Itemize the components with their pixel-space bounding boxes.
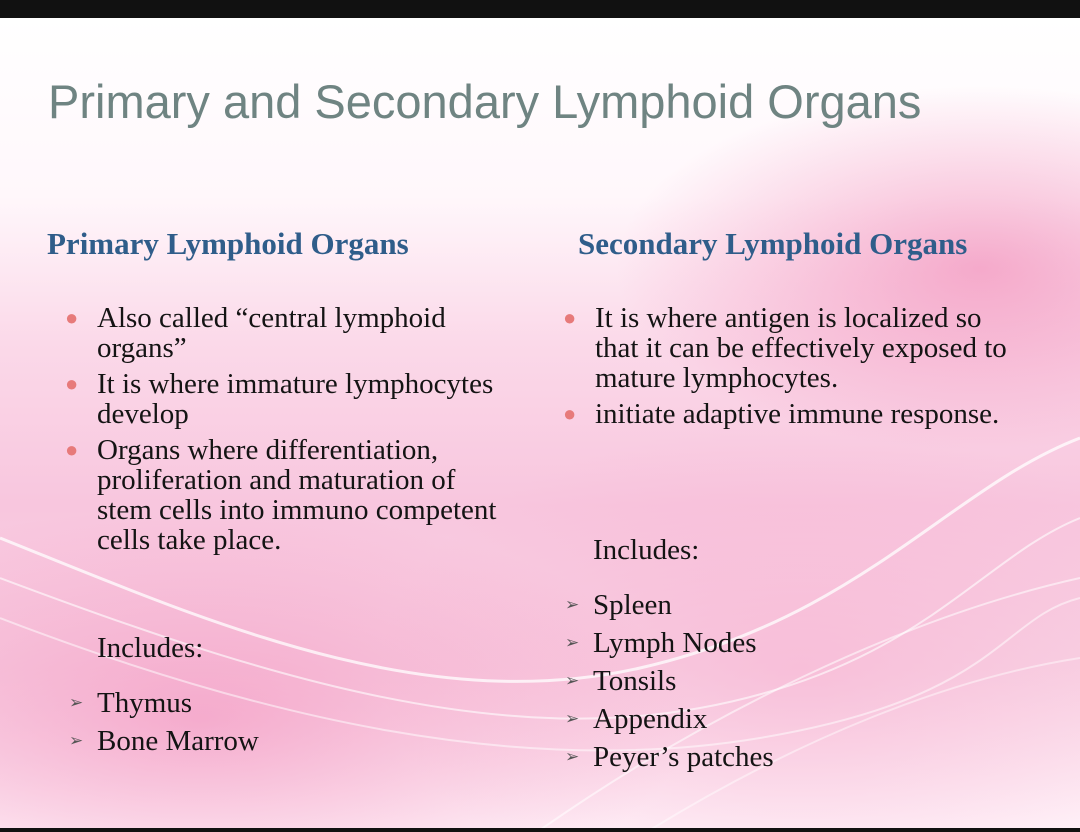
list-item: ➢ Spleen xyxy=(545,586,774,624)
arrowhead-bullet-icon: ➢ xyxy=(565,595,580,615)
round-bullet-icon: ● xyxy=(65,305,79,330)
organ-name: Appendix xyxy=(593,703,708,735)
list-item: ➢ Thymus xyxy=(49,684,259,722)
list-item: ● Also called “central lymphoid organs” xyxy=(47,303,517,363)
bullet-text: Also called “central lymphoid organs” xyxy=(97,302,446,364)
round-bullet-icon: ● xyxy=(65,371,79,396)
arrowhead-bullet-icon: ➢ xyxy=(565,633,580,653)
list-item: ● It is where immature lymphocytes develo… xyxy=(47,369,517,429)
organ-name: Bone Marrow xyxy=(97,725,259,757)
organ-name: Tonsils xyxy=(593,665,677,697)
list-item: ➢ Tonsils xyxy=(545,662,774,700)
primary-includes-label: Includes: xyxy=(97,632,204,664)
primary-heading: Primary Lymphoid Organs xyxy=(47,226,409,261)
organ-name: Peyer’s patches xyxy=(593,741,774,773)
list-item: ● It is where antigen is localized so tha… xyxy=(545,303,1025,393)
primary-bullet-list: ● Also called “central lymphoid organs” ●… xyxy=(47,303,517,561)
bottom-bar xyxy=(0,828,1080,832)
arrowhead-bullet-icon: ➢ xyxy=(69,731,84,751)
round-bullet-icon: ● xyxy=(563,305,577,330)
slide: Primary and Secondary Lymphoid Organs Pr… xyxy=(0,18,1080,830)
slide-title: Primary and Secondary Lymphoid Organs xyxy=(48,75,922,128)
organ-name: Thymus xyxy=(97,687,193,719)
organ-name: Spleen xyxy=(593,589,672,621)
list-item: ➢ Lymph Nodes xyxy=(545,624,774,662)
arrowhead-bullet-icon: ➢ xyxy=(69,693,84,713)
list-item: ➢ Peyer’s patches xyxy=(545,738,774,776)
secondary-heading: Secondary Lymphoid Organs xyxy=(578,226,968,261)
round-bullet-icon: ● xyxy=(65,437,79,462)
decorative-swoosh xyxy=(0,436,1080,830)
arrowhead-bullet-icon: ➢ xyxy=(565,747,580,767)
round-bullet-icon: ● xyxy=(563,401,577,426)
list-item: ● initiate adaptive immune response. xyxy=(545,399,1025,429)
bullet-text: Organs where differentiation, proliferat… xyxy=(97,434,497,556)
bullet-text: It is where antigen is localized so that… xyxy=(595,302,1007,394)
secondary-includes-label: Includes: xyxy=(593,534,700,566)
bullet-text: It is where immature lymphocytes develop xyxy=(97,368,494,430)
list-item: ➢ Bone Marrow xyxy=(49,722,259,760)
secondary-includes-list: ➢Spleen ➢Lymph Nodes ➢Tonsils ➢Appendix … xyxy=(545,586,774,776)
arrowhead-bullet-icon: ➢ xyxy=(565,671,580,691)
bullet-text: initiate adaptive immune response. xyxy=(595,398,1000,430)
arrowhead-bullet-icon: ➢ xyxy=(565,709,580,729)
organ-name: Lymph Nodes xyxy=(593,627,757,659)
primary-includes-list: ➢ Thymus ➢ Bone Marrow xyxy=(49,684,259,760)
secondary-bullet-list: ● It is where antigen is localized so tha… xyxy=(545,303,1025,435)
list-item: ➢ Appendix xyxy=(545,700,774,738)
list-item: ● Organs where differentiation, prolifera… xyxy=(47,435,517,555)
